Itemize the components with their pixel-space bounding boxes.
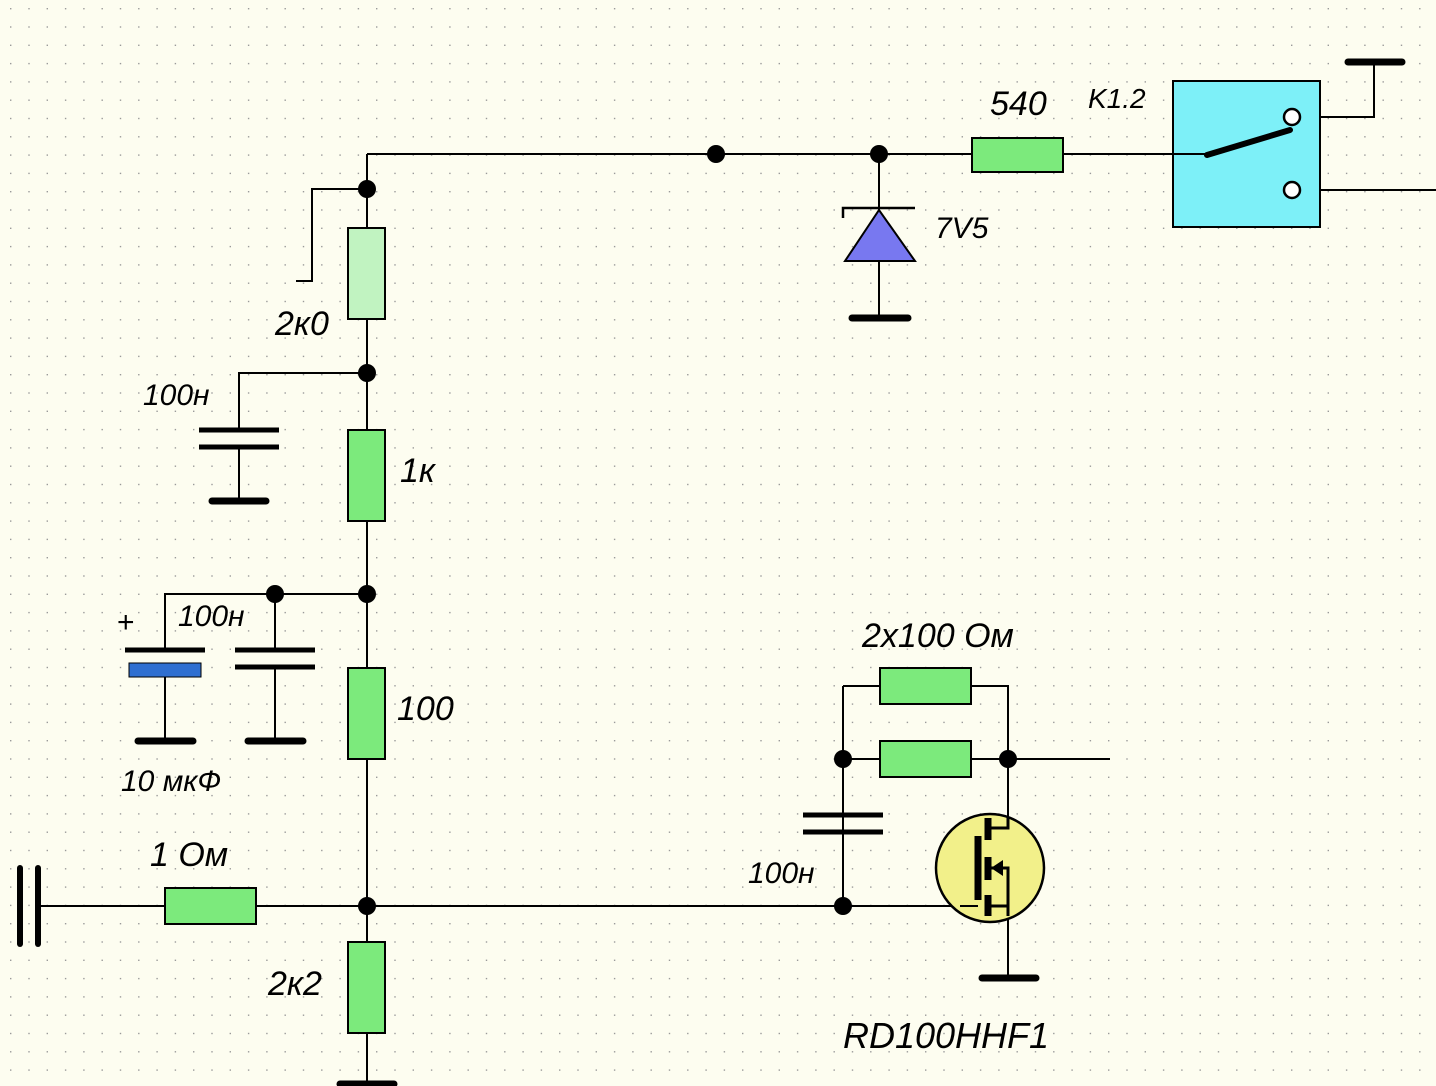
label-r-1k: 1к [400, 452, 437, 490]
trimmer-resistor[interactable] [347, 227, 386, 320]
resistors [164, 137, 1064, 1034]
label-electrolytic: 10 мкФ [121, 765, 221, 798]
label-c-gate: 100н [748, 857, 815, 890]
mosfet-icon[interactable] [934, 812, 1046, 924]
label-relay: K1.2 [1088, 83, 1146, 114]
label-r-100: 100 [397, 690, 454, 728]
zener-diode-icon[interactable] [841, 206, 917, 262]
relay-switch-icon[interactable] [1172, 80, 1321, 228]
resistor-100[interactable] [347, 667, 386, 760]
electrolytic-capacitor-icon[interactable] [125, 647, 205, 678]
label-c-top: 100н [143, 379, 210, 412]
resistor-1k[interactable] [347, 429, 386, 522]
resistor-1ohm[interactable] [164, 887, 257, 925]
resistor-pair-top[interactable] [879, 667, 972, 705]
resistor-pair-bottom[interactable] [879, 740, 972, 778]
label-540: 540 [990, 85, 1047, 123]
label-r-pair: 2x100 Ом [861, 617, 1014, 655]
resistor-540[interactable] [971, 137, 1064, 173]
label-zener: 7V5 [935, 212, 989, 245]
capacitor-icon[interactable] [199, 427, 883, 835]
resistor-2k2[interactable] [347, 941, 386, 1034]
junction-dots [266, 145, 1017, 915]
ground-icon [134, 58, 1406, 1086]
label-c-mid: 100н [178, 600, 245, 633]
label-trimmer: 2к0 [274, 305, 329, 343]
dot-grid [10, 8, 1421, 1071]
label-r-1ohm: 1 Ом [150, 836, 228, 874]
label-plus: + [117, 606, 135, 639]
labels: 540 K1.2 7V5 2к0 100н 1к 100н + 100 10 м… [117, 83, 1146, 1056]
label-mosfet: RD100HHF1 [843, 1015, 1049, 1056]
label-r-2k2: 2к2 [267, 965, 322, 1003]
feedthrough-capacitor-icon [17, 865, 41, 947]
